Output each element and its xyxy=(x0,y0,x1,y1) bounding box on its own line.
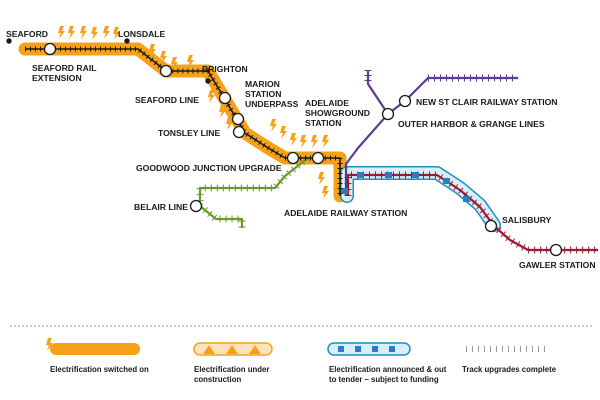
label-seaford-rail-ext-2: EXTENSION xyxy=(32,73,82,83)
label-salisbury: SALISBURY xyxy=(502,215,552,225)
lightning-bolt-icon xyxy=(290,133,297,146)
lightning-bolt-icon xyxy=(300,135,307,148)
label-gawler: GAWLER STATION xyxy=(519,260,596,270)
lightning-bolt-icon xyxy=(103,26,110,39)
legend-switched-on-label: Electrification switched on xyxy=(50,365,149,374)
lightning-bolt-icon xyxy=(322,135,329,148)
gawler-line-ticks xyxy=(491,223,598,254)
lightning-bolt-icon xyxy=(68,26,75,39)
outer-harbor-line xyxy=(344,70,390,196)
label-brighton: BRIGHTON xyxy=(202,64,248,74)
label-marion-2: STATION xyxy=(245,89,281,99)
lightning-bolt-icon xyxy=(322,186,329,199)
terminus-dot-icon xyxy=(205,78,211,84)
station-circle-icon xyxy=(398,94,412,108)
station-circle-icon xyxy=(484,219,498,233)
label-marion-3: UNDERPASS xyxy=(245,99,299,109)
gawler-line xyxy=(346,173,598,252)
station-circle-icon xyxy=(286,151,300,165)
label-showground-1: ADELAIDE xyxy=(305,98,349,108)
station-circle-icon xyxy=(311,151,325,165)
lightning-bolt-icon xyxy=(318,172,325,185)
legend-tender-label-1: Electrification announced & out xyxy=(329,365,447,374)
lightning-bolt-icon xyxy=(80,26,87,39)
label-seaford: SEAFORD xyxy=(6,29,48,39)
station-circle-icon xyxy=(549,243,563,257)
station-circle-icon xyxy=(159,64,173,78)
terminus-dot-icon xyxy=(6,38,12,44)
legend-switched-on: Electrification switched on xyxy=(46,338,149,374)
label-tonsley-line: TONSLEY LINE xyxy=(158,128,221,138)
belair-line-ticks xyxy=(196,155,311,228)
lightning-bolt-icon xyxy=(280,126,287,139)
legend-tender-label-2: to tender – subject to funding xyxy=(329,375,439,384)
station-circle-icon xyxy=(43,42,57,56)
legend-under-construction: Electrification under construction xyxy=(193,342,273,384)
lightning-bolt-icon xyxy=(91,27,98,40)
station-circle-icon xyxy=(231,112,245,126)
station-circle-icon xyxy=(232,125,246,139)
lightning-bolt-icon xyxy=(270,119,277,132)
label-adelaide: ADELAIDE RAILWAY STATION xyxy=(284,208,407,218)
tender-blocks xyxy=(341,172,470,202)
label-lonsdale: LONSDALE xyxy=(118,29,166,39)
label-marion-1: MARION xyxy=(245,79,280,89)
label-goodwood: GOODWOOD JUNCTION UPGRADE xyxy=(136,163,282,173)
legend-track-upgrades-label: Track upgrades complete xyxy=(462,365,557,374)
station-circle-icon xyxy=(381,107,395,121)
station-circle-icon xyxy=(189,199,203,213)
legend-under-construction-label-2: construction xyxy=(194,375,241,384)
legend-track-upgrades: Track upgrades complete xyxy=(462,346,557,374)
station-circle-icon xyxy=(218,91,232,105)
label-new-st-clair: NEW ST CLAIR RAILWAY STATION xyxy=(416,97,557,107)
lightning-bolt-icon xyxy=(311,135,318,148)
label-showground-3: STATION xyxy=(305,118,341,128)
label-belair: BELAIR LINE xyxy=(134,202,188,212)
label-seaford-rail-ext-1: SEAFORD RAIL xyxy=(32,63,96,73)
lightning-bolt-icon xyxy=(58,26,65,39)
label-showground-2: SHOWGROUND xyxy=(305,108,370,118)
label-outer-harbor: OUTER HARBOR & GRANGE LINES xyxy=(398,119,545,129)
legend-under-construction-label-1: Electrification under xyxy=(194,365,269,374)
label-seaford-line: SEAFORD LINE xyxy=(135,95,199,105)
legend-tender: Electrification announced & out to tende… xyxy=(327,342,447,384)
st-clair-branch xyxy=(387,76,518,115)
stations xyxy=(6,38,563,257)
terminus-dot-icon xyxy=(124,38,130,44)
